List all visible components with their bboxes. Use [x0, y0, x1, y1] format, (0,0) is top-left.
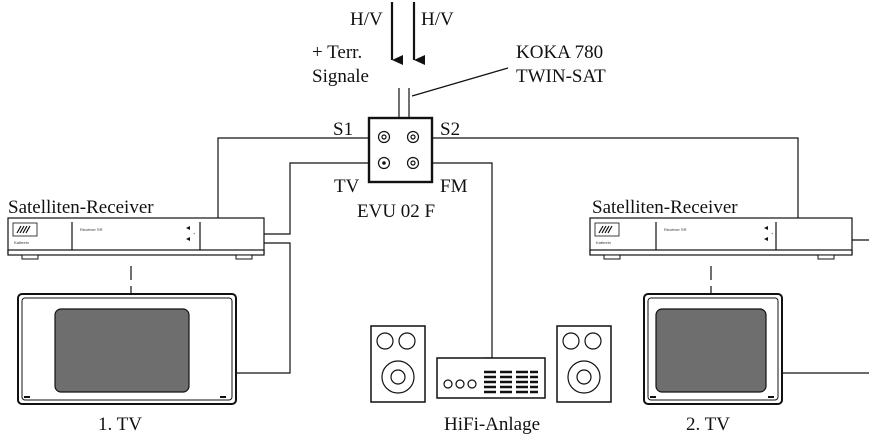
wire-s1 [217, 137, 369, 218]
tv1-label: 1. TV [98, 414, 142, 435]
tv-1 [17, 293, 237, 405]
svg-text:Receiver SR: Receiver SR [664, 227, 687, 232]
distribution-unit [367, 116, 434, 184]
port-label-fm: FM [440, 176, 468, 197]
svg-text:+: + [771, 231, 774, 236]
port-label-tv: TV [334, 176, 360, 197]
receiver-left-label: Satelliten-Receiver [8, 197, 154, 218]
wire-s2 [432, 137, 799, 218]
tv2-label: 2. TV [686, 414, 730, 435]
port-label-s1: S1 [333, 119, 353, 140]
port-label-s2: S2 [440, 119, 460, 140]
svg-text:Kathrein: Kathrein [14, 240, 29, 245]
wire-tv1 [236, 242, 291, 374]
satellite-receiver-left: Kathrein Receiver SR + [7, 217, 265, 260]
cable-leader-line [411, 67, 509, 97]
hifi-label: HiFi-Anlage [444, 414, 540, 435]
wire-tv [264, 162, 369, 235]
svg-text:Kathrein: Kathrein [596, 240, 611, 245]
input-label-left: H/V [350, 9, 383, 30]
svg-text:Receiver SR: Receiver SR [80, 227, 103, 232]
svg-text:+: + [193, 231, 196, 236]
satellite-receiver-right: Kathrein Receiver SR + [589, 217, 853, 260]
cable-label-2: TWIN-SAT [516, 66, 606, 87]
receiver-right-label: Satelliten-Receiver [592, 197, 738, 218]
speaker-right [556, 325, 612, 403]
input-label-right: H/V [421, 9, 454, 30]
hifi-amplifier [436, 357, 546, 399]
tv-2 [643, 293, 783, 405]
terrestrial-label-1: + Terr. [312, 42, 362, 63]
unit-name-label: EVU 02 F [357, 201, 435, 222]
speaker-left [370, 325, 426, 403]
terrestrial-label-2: Signale [312, 66, 369, 87]
cable-label-1: KOKA 780 [516, 42, 603, 63]
